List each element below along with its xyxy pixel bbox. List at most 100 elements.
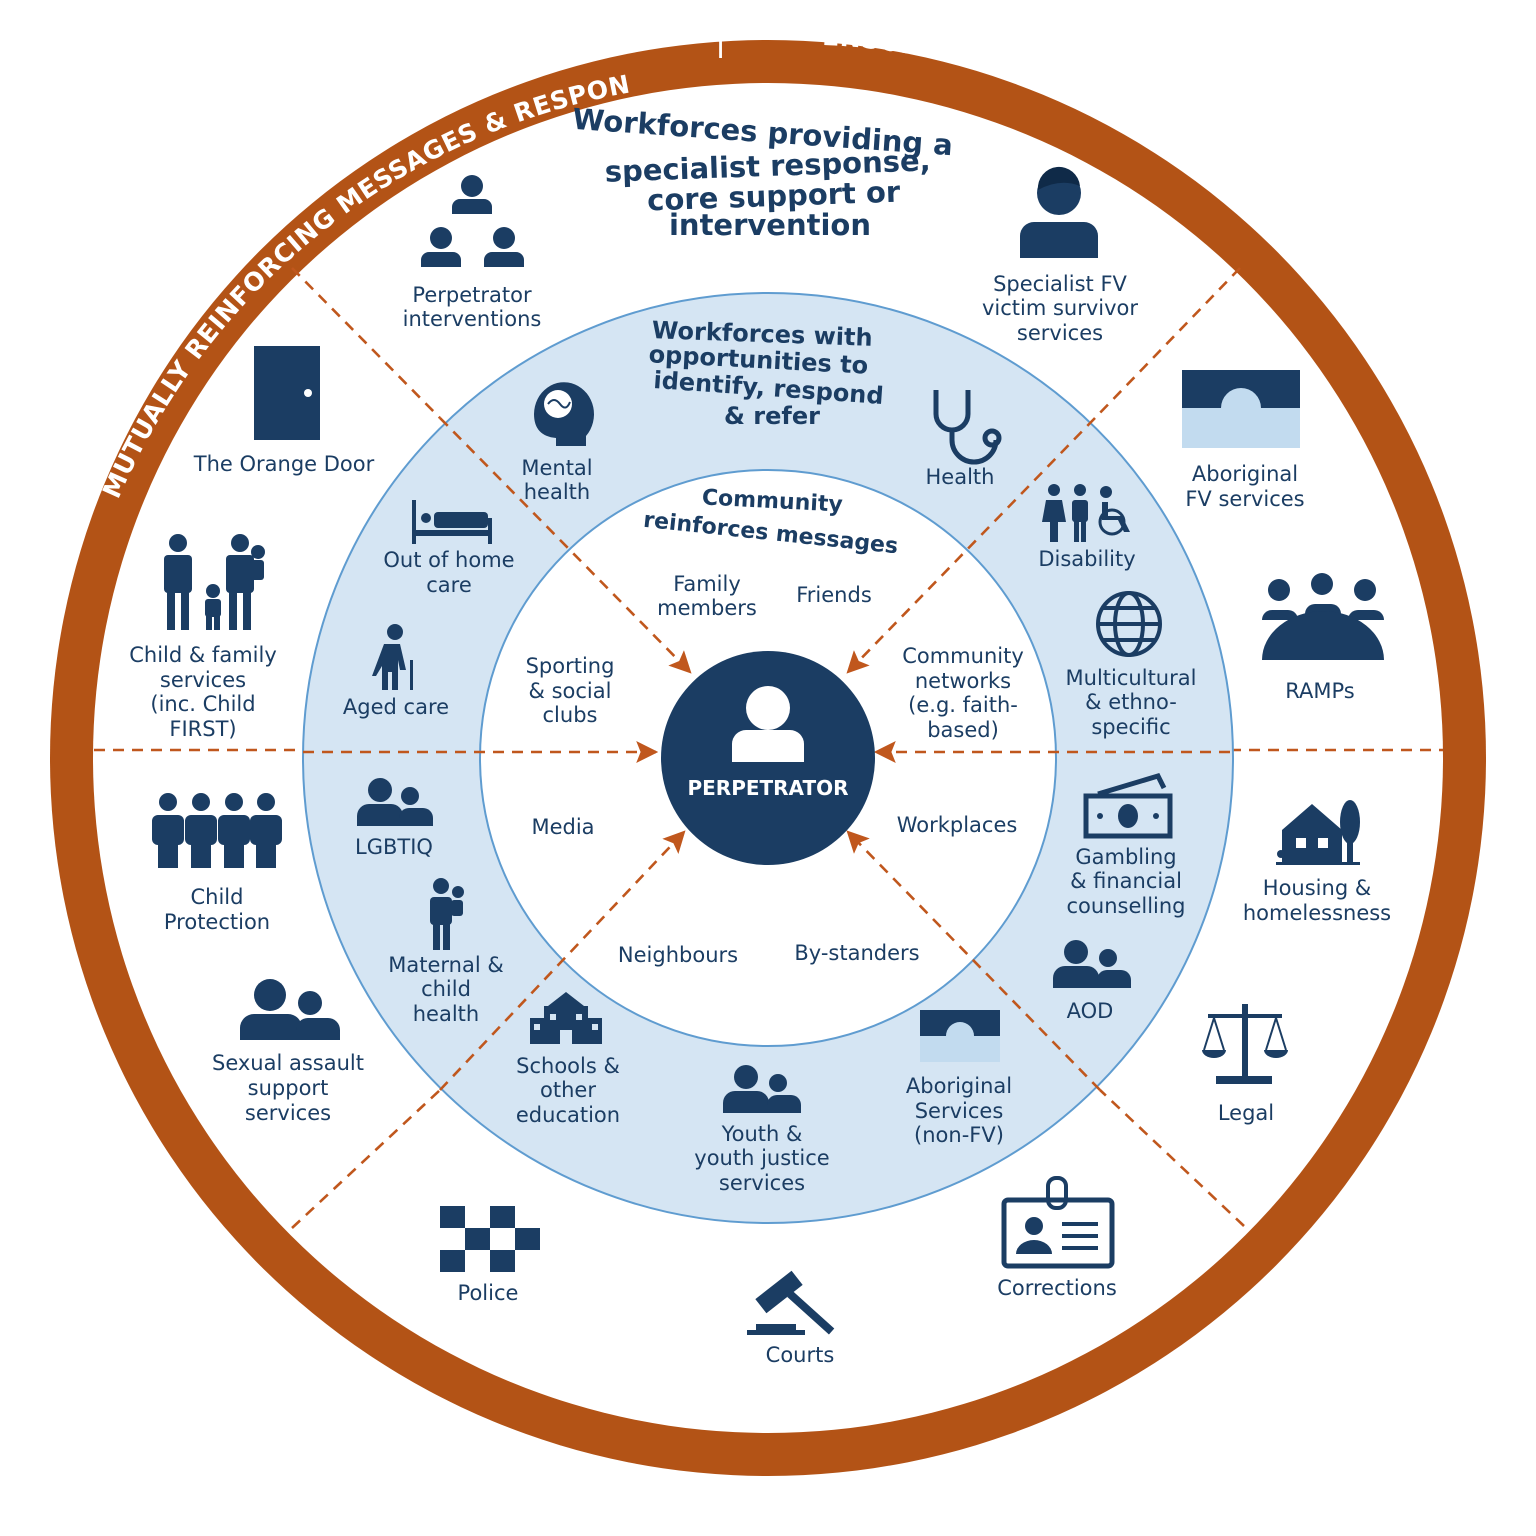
label-child-protection-1: Child bbox=[191, 885, 244, 909]
id-badge-icon bbox=[1001, 1176, 1115, 1269]
label-aod: AOD bbox=[1067, 999, 1114, 1023]
family-icon bbox=[164, 534, 265, 630]
label-housing-2: homelessness bbox=[1243, 901, 1391, 925]
outer-item-corrections: Corrections bbox=[997, 1176, 1117, 1300]
outer-item-child-protection: Child Protection bbox=[152, 793, 282, 934]
label-aged-care: Aged care bbox=[343, 695, 449, 719]
gavel-icon bbox=[747, 1270, 835, 1335]
label-community-networks-4: based) bbox=[927, 718, 999, 742]
outer-item-legal: Legal bbox=[1202, 1004, 1288, 1125]
four-people-icon bbox=[152, 793, 282, 868]
label-child-family-1: Child & family bbox=[129, 643, 277, 667]
perpetrator-label: PERPETRATOR bbox=[687, 776, 848, 800]
group-hierarchy-icon bbox=[421, 175, 524, 267]
label-orange-door: The Orange Door bbox=[193, 452, 375, 476]
label-by-standers: By-standers bbox=[794, 941, 919, 965]
meeting-table-icon bbox=[1262, 573, 1384, 660]
label-family-members-1: Family bbox=[673, 572, 741, 596]
label-gambling-2: & financial bbox=[1070, 869, 1182, 893]
label-workplaces: Workplaces bbox=[897, 813, 1018, 837]
brain-head-icon bbox=[534, 382, 594, 446]
label-multicultural-2: & ethno- bbox=[1085, 690, 1177, 714]
label-maternal-1: Maternal & bbox=[388, 953, 503, 977]
label-health: Health bbox=[926, 465, 995, 489]
label-perpetrator-interventions-1: Perpetrator bbox=[412, 283, 532, 307]
label-gambling-3: counselling bbox=[1066, 894, 1185, 918]
two-people-icon bbox=[1053, 940, 1131, 988]
outer-item-child-family: Child & family services (inc. Child FIRS… bbox=[129, 534, 277, 741]
label-child-family-2: services bbox=[160, 668, 246, 692]
label-sexual-assault-1: Sexual assault bbox=[212, 1051, 364, 1075]
label-neighbours: Neighbours bbox=[618, 943, 738, 967]
label-corrections: Corrections bbox=[997, 1276, 1117, 1300]
label-disability: Disability bbox=[1038, 547, 1135, 571]
middle-item-maternal: Maternal & child health bbox=[388, 878, 504, 1026]
label-media: Media bbox=[531, 815, 594, 839]
outer-item-housing: Housing & homelessness bbox=[1243, 800, 1391, 925]
middle-items: Mental health Health Out of home care bbox=[343, 382, 1197, 1195]
parent-child-icon bbox=[430, 878, 464, 950]
elderly-person-icon bbox=[372, 624, 413, 690]
label-sporting-2: & social bbox=[529, 679, 612, 703]
outer-item-aboriginal-fv: Aboriginal FV services bbox=[1182, 370, 1305, 511]
outer-item-perpetrator-interventions: Perpetrator interventions bbox=[403, 175, 542, 331]
accessibility-people-icon bbox=[1042, 484, 1130, 542]
aboriginal-flag-icon bbox=[920, 1010, 1000, 1062]
middle-item-gambling: Gambling & financial counselling bbox=[1066, 773, 1186, 918]
label-legal: Legal bbox=[1218, 1101, 1274, 1125]
middle-header-line-4: & refer bbox=[724, 402, 820, 430]
label-out-of-home-care-2: care bbox=[426, 573, 472, 597]
label-aboriginal-services-1: Aboriginal bbox=[906, 1074, 1012, 1098]
aboriginal-flag-icon bbox=[1182, 370, 1300, 448]
label-aboriginal-fv-1: Aboriginal bbox=[1192, 462, 1298, 486]
outer-item-police: Police bbox=[440, 1206, 540, 1305]
house-tree-icon bbox=[1276, 800, 1360, 865]
door-icon bbox=[254, 346, 320, 440]
label-community-networks-2: networks bbox=[915, 669, 1011, 693]
inner-items: Family members Friends Sporting & social… bbox=[526, 572, 1024, 967]
label-community-networks-3: (e.g. faith- bbox=[908, 693, 1018, 717]
label-gambling-1: Gambling bbox=[1075, 845, 1176, 869]
label-specialist-fv-2: victim survivor bbox=[982, 296, 1138, 320]
label-community-networks-1: Community bbox=[902, 644, 1024, 668]
label-youth-3: services bbox=[719, 1171, 805, 1195]
middle-item-mental-health: Mental health bbox=[521, 382, 594, 504]
label-schools-3: education bbox=[516, 1103, 620, 1127]
label-mental-health-2: health bbox=[524, 480, 590, 504]
label-multicultural-3: specific bbox=[1091, 715, 1170, 739]
label-sporting-3: clubs bbox=[543, 703, 598, 727]
outer-item-courts: Courts bbox=[747, 1270, 835, 1367]
label-ramps: RAMPs bbox=[1285, 679, 1354, 703]
school-icon bbox=[530, 992, 602, 1044]
chequered-band-icon bbox=[440, 1206, 540, 1272]
label-maternal-3: health bbox=[413, 1002, 479, 1026]
label-multicultural-1: Multicultural bbox=[1066, 666, 1197, 690]
label-perpetrator-interventions-2: interventions bbox=[403, 307, 542, 331]
label-lgbtiq: LGBTIQ bbox=[355, 835, 433, 859]
globe-icon bbox=[1096, 591, 1162, 657]
label-child-family-4: FIRST) bbox=[169, 717, 236, 741]
middle-item-health: Health bbox=[926, 390, 1002, 489]
label-sporting-1: Sporting bbox=[526, 654, 615, 678]
two-people-icon bbox=[357, 778, 433, 826]
referral-arrows bbox=[303, 417, 1230, 1091]
money-icon bbox=[1083, 773, 1173, 839]
middle-item-aged-care: Aged care bbox=[343, 624, 449, 719]
middle-item-aod: AOD bbox=[1053, 940, 1131, 1023]
label-specialist-fv-3: services bbox=[1017, 321, 1103, 345]
middle-item-youth: Youth & youth justice services bbox=[694, 1065, 830, 1195]
ring-separator: | bbox=[716, 29, 726, 58]
label-aboriginal-fv-2: FV services bbox=[1185, 487, 1304, 511]
middle-item-aboriginal-services: Aboriginal Services (non-FV) bbox=[906, 1010, 1012, 1147]
label-child-family-3: (inc. Child bbox=[150, 692, 255, 716]
label-child-protection-2: Protection bbox=[164, 910, 270, 934]
label-sexual-assault-3: services bbox=[245, 1101, 331, 1125]
two-people-icon bbox=[723, 1065, 801, 1113]
outer-item-specialist-fv: Specialist FV victim survivor services bbox=[982, 166, 1138, 345]
label-mental-health-1: Mental bbox=[521, 456, 592, 480]
middle-item-disability: Disability bbox=[1038, 484, 1136, 571]
outer-item-ramps: RAMPs bbox=[1262, 573, 1384, 703]
label-schools-1: Schools & bbox=[516, 1054, 620, 1078]
